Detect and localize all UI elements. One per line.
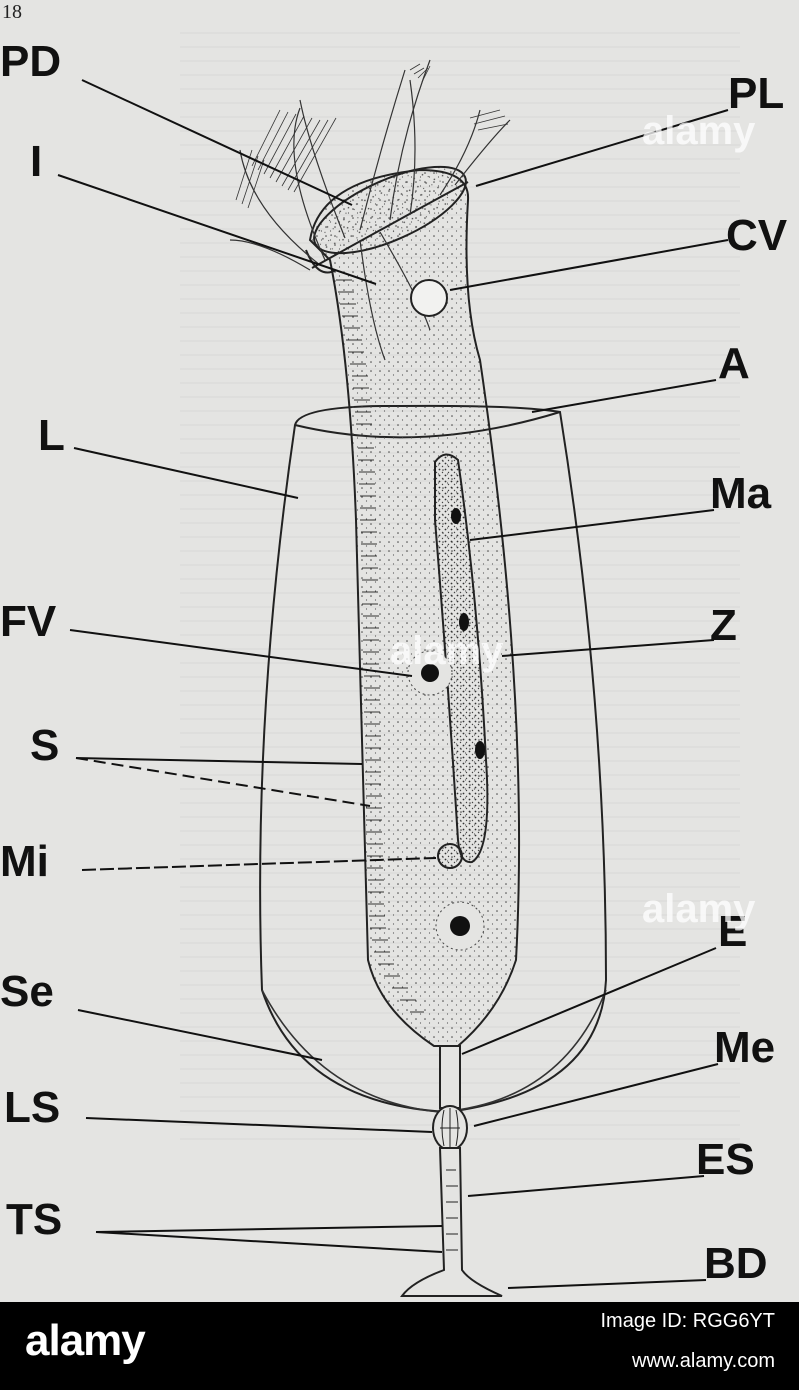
label-I: I xyxy=(30,137,42,186)
label-S: S xyxy=(30,721,59,770)
label-TS: TS xyxy=(6,1195,62,1244)
label-PD: PD xyxy=(0,37,61,86)
label-Ma: Ma xyxy=(710,469,772,518)
watermark-bottom-right: alamy xyxy=(642,887,756,931)
figure-scan: 18 xyxy=(0,0,799,1302)
brand-logo[interactable]: alamy xyxy=(25,1316,146,1365)
macronucleus xyxy=(434,453,489,864)
label-A: A xyxy=(718,339,750,388)
label-L: L xyxy=(38,411,65,460)
label-E: E xyxy=(718,907,747,956)
watermark-top-right: alamy xyxy=(642,109,756,153)
label-Z: Z xyxy=(710,601,737,650)
label-FV: FV xyxy=(0,597,57,646)
stalk xyxy=(400,1045,503,1297)
image-id-text: Image ID: RGG6YT xyxy=(600,1310,776,1332)
label-BD: BD xyxy=(704,1239,768,1288)
label-Se: Se xyxy=(0,967,54,1016)
macronucleus-nodes xyxy=(451,508,485,759)
contractile-vacuole xyxy=(410,279,448,317)
label-LS: LS xyxy=(4,1083,60,1132)
label-Mi: Mi xyxy=(0,837,49,886)
page-number: 18 xyxy=(2,1,22,23)
source-url-link[interactable]: www.alamy.com xyxy=(632,1350,775,1372)
label-CV: CV xyxy=(726,211,788,260)
food-vacuole xyxy=(407,650,453,696)
leader-lines xyxy=(57,79,729,1289)
label-PL: PL xyxy=(728,69,784,118)
label-Me: Me xyxy=(714,1023,775,1072)
micronucleus xyxy=(437,843,463,869)
food-vacuole-lower xyxy=(435,901,485,951)
label-ES: ES xyxy=(696,1135,755,1184)
footer-bar xyxy=(0,1302,799,1390)
watermark-center: alamy xyxy=(390,629,504,673)
ciliate-diagram: 18 xyxy=(0,1,788,1297)
peristome xyxy=(305,165,469,274)
